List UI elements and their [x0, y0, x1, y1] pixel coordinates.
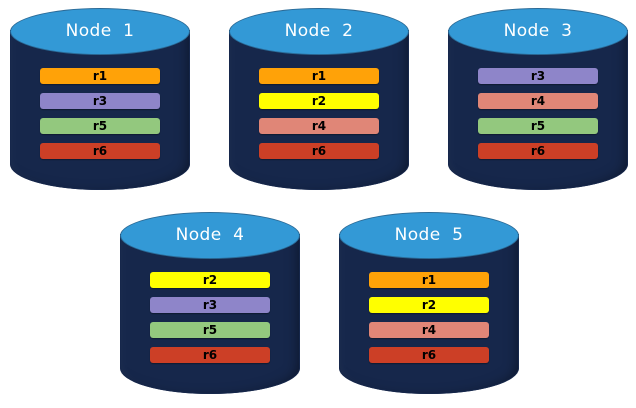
node-label: Node 4 [175, 225, 245, 245]
cylinder-body [448, 30, 628, 190]
cylinder-top-ellipse [10, 8, 190, 55]
replica-bar[interactable]: r5 [40, 118, 160, 134]
cylinder-top-ellipse [448, 8, 628, 55]
replica-bar[interactable]: r4 [369, 322, 489, 338]
cylinder-body [120, 234, 300, 394]
replica-bar[interactable]: r5 [478, 118, 598, 134]
replica-bar[interactable]: r6 [369, 347, 489, 363]
replica-bar[interactable]: r1 [369, 272, 489, 288]
replica-bar[interactable]: r2 [259, 93, 379, 109]
replica-bar[interactable]: r3 [40, 93, 160, 109]
replica-bar[interactable]: r4 [259, 118, 379, 134]
replica-bar[interactable]: r6 [259, 143, 379, 159]
replica-bar[interactable]: r6 [150, 347, 270, 363]
database-node-cylinder[interactable]: Node 4 r2 r3 r5 r6 [120, 212, 300, 394]
database-node-cylinder[interactable]: Node 1 r1 r3 r5 r6 [10, 8, 190, 190]
cylinder-body [10, 30, 190, 190]
replica-list: r1 r2 r4 r6 [259, 68, 379, 159]
node-label: Node 2 [284, 21, 354, 41]
replica-list: r1 r3 r5 r6 [40, 68, 160, 159]
node-label: Node 1 [65, 21, 135, 41]
replica-bar[interactable]: r6 [40, 143, 160, 159]
node-label: Node 5 [394, 225, 464, 245]
replica-bar[interactable]: r2 [150, 272, 270, 288]
node-label: Node 3 [503, 21, 573, 41]
replica-bar[interactable]: r1 [40, 68, 160, 84]
cylinder-top-ellipse [339, 212, 519, 259]
replica-bar[interactable]: r1 [259, 68, 379, 84]
cylinder-body [229, 30, 409, 190]
replica-bar[interactable]: r4 [478, 93, 598, 109]
replica-list: r2 r3 r5 r6 [150, 272, 270, 363]
database-node-cylinder[interactable]: Node 2 r1 r2 r4 r6 [229, 8, 409, 190]
cylinder-top-ellipse [229, 8, 409, 55]
replica-list: r3 r4 r5 r6 [478, 68, 598, 159]
replica-bar[interactable]: r6 [478, 143, 598, 159]
database-node-cylinder[interactable]: Node 3 r3 r4 r5 r6 [448, 8, 628, 190]
replica-bar[interactable]: r3 [478, 68, 598, 84]
database-node-cylinder[interactable]: Node 5 r1 r2 r4 r6 [339, 212, 519, 394]
replica-bar[interactable]: r2 [369, 297, 489, 313]
replica-bar[interactable]: r3 [150, 297, 270, 313]
replica-bar[interactable]: r5 [150, 322, 270, 338]
replica-list: r1 r2 r4 r6 [369, 272, 489, 363]
cylinder-top-ellipse [120, 212, 300, 259]
